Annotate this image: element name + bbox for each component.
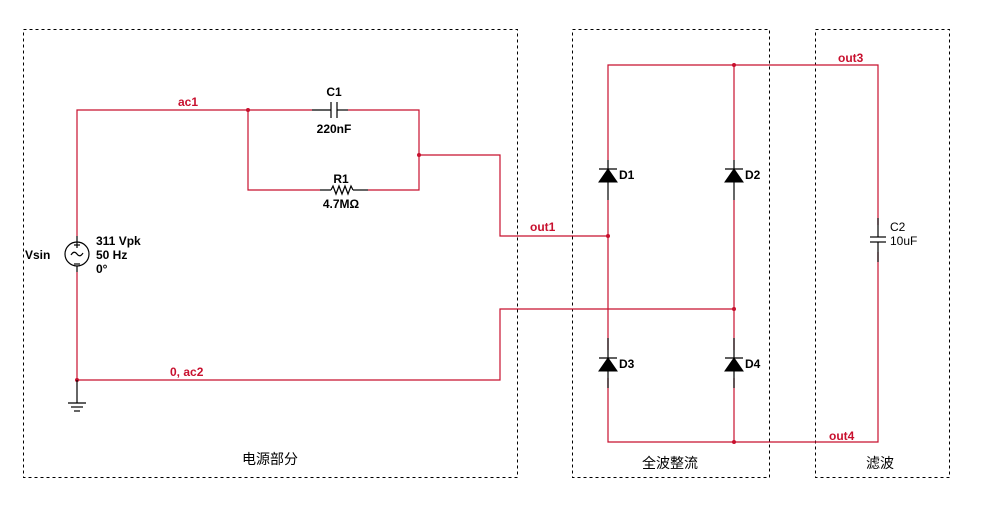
- ground-icon: [68, 380, 86, 412]
- c1-value: 220nF: [317, 122, 352, 136]
- junction-out3: [732, 63, 736, 67]
- r1-value: 4.7MΩ: [323, 197, 360, 211]
- rectifier-section-box: [572, 29, 770, 478]
- c1-name: C1: [326, 85, 342, 99]
- diode-d3[interactable]: [598, 338, 618, 388]
- diode-d4[interactable]: [724, 338, 744, 388]
- wire-out4[interactable]: [607, 252, 879, 443]
- source-amplitude: 311 Vpk: [96, 234, 141, 248]
- junction-r1c1: [417, 153, 421, 157]
- junction-out4: [732, 440, 736, 444]
- capacitor-c1[interactable]: [312, 102, 348, 118]
- wire-out1[interactable]: [419, 154, 608, 237]
- d4-name: D4: [745, 357, 761, 371]
- capacitor-c2[interactable]: [870, 218, 886, 262]
- ac-voltage-source[interactable]: [64, 236, 90, 272]
- filter-section-box: [815, 29, 950, 478]
- junction-ac1: [246, 108, 250, 112]
- power-section-box: [23, 29, 518, 478]
- resistor-r1[interactable]: [320, 184, 368, 196]
- d3-name: D3: [619, 357, 635, 371]
- d2-name: D2: [745, 168, 761, 182]
- c2-name: C2: [890, 220, 906, 234]
- net-label-out3: out3: [838, 51, 864, 65]
- r1-name: R1: [333, 172, 349, 186]
- diode-d2[interactable]: [724, 160, 744, 200]
- wire-out3[interactable]: [607, 64, 879, 225]
- source-name: Vsin: [25, 248, 50, 262]
- d1-name: D1: [619, 168, 635, 182]
- diode-d1[interactable]: [598, 160, 618, 200]
- wire-ac1[interactable]: [76, 109, 420, 236]
- c2-value: 10uF: [890, 234, 917, 248]
- net-label-ac1: ac1: [178, 95, 198, 109]
- power-section-title: 电源部分: [242, 452, 298, 468]
- net-label-ac2: 0, ac2: [170, 365, 204, 379]
- net-label-out1: out1: [530, 220, 556, 234]
- net-label-out4: out4: [829, 429, 855, 443]
- source-frequency: 50 Hz: [96, 248, 127, 262]
- wire-ac2[interactable]: [76, 272, 734, 381]
- rectifier-section-title: 全波整流: [642, 455, 698, 472]
- source-phase: 0°: [96, 262, 108, 276]
- filter-section-title: 滤波: [866, 456, 894, 472]
